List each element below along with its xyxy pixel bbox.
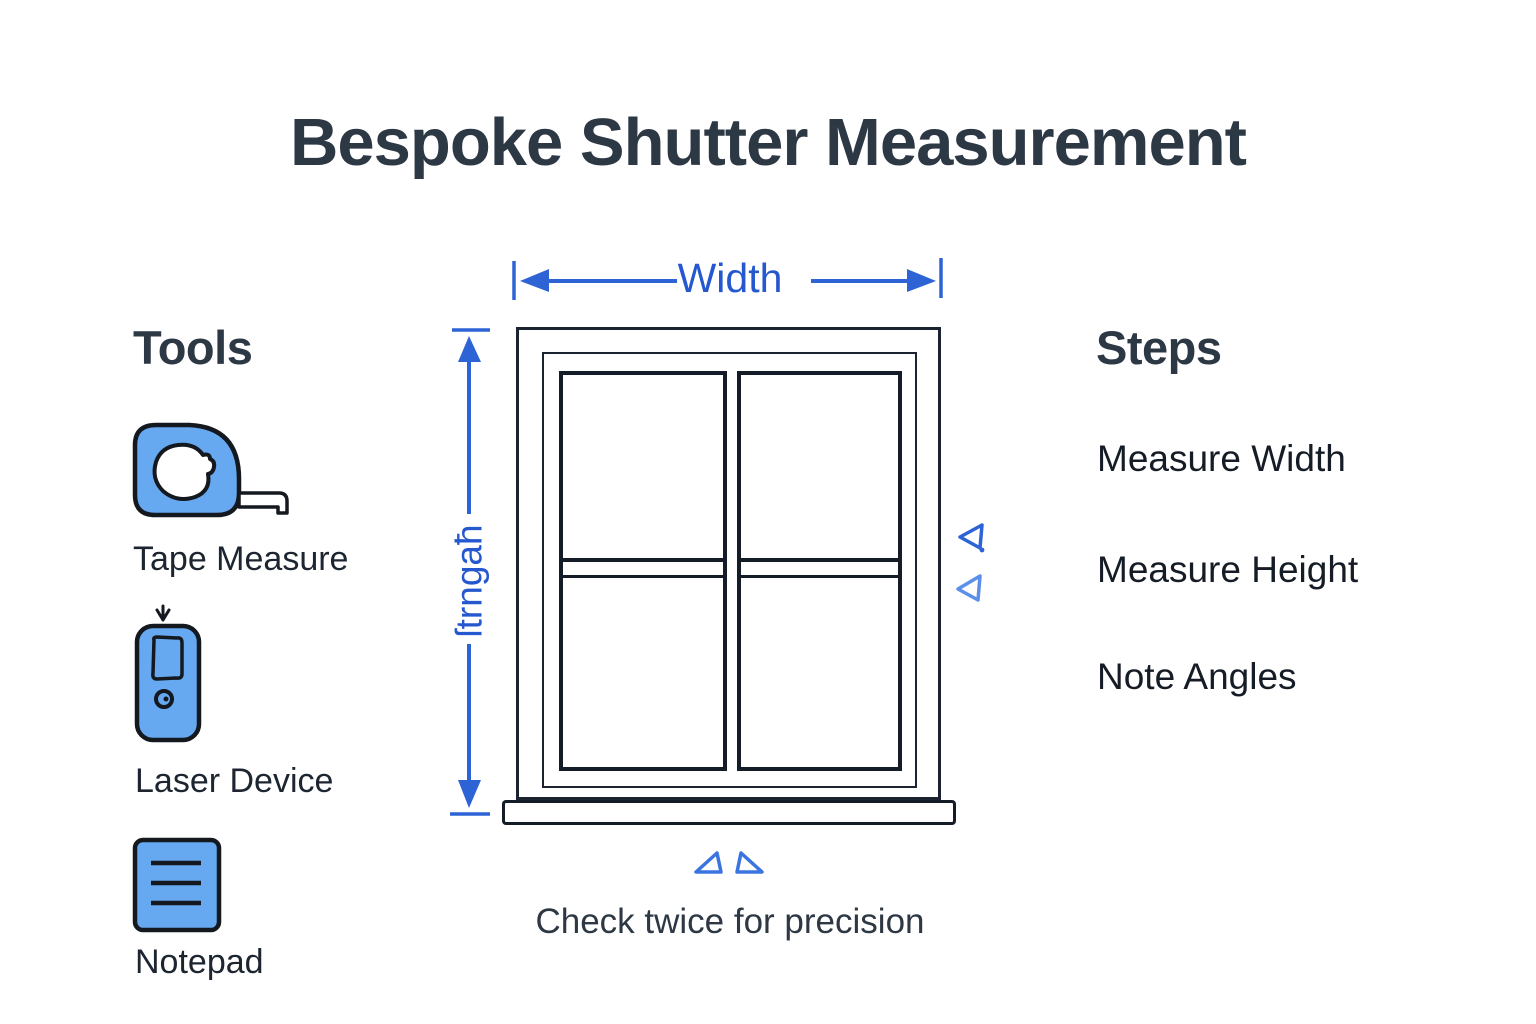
page-title: Bespoke Shutter Measurement xyxy=(290,105,1247,180)
laser-beam-arrow xyxy=(155,604,171,622)
tool-label-notepad: Notepad xyxy=(135,943,264,981)
height-arrowhead-up xyxy=(458,336,481,362)
meeting-rail-right-bottom xyxy=(741,575,898,578)
window-sill xyxy=(502,800,956,825)
tape-measure-reel xyxy=(152,442,217,501)
step-item-measure-height: Measure Height xyxy=(1097,549,1359,590)
width-dimension-label: Width xyxy=(677,255,783,301)
tool-label-laser-device: Laser Device xyxy=(135,762,334,800)
tool-label-tape-measure: Tape Measure xyxy=(133,540,349,578)
width-arrowhead-left xyxy=(520,269,549,292)
window-inner-frame xyxy=(542,352,917,788)
angle-mark-icon xyxy=(956,574,982,602)
window-outer-frame xyxy=(516,327,941,800)
tape-measure-icon xyxy=(131,421,295,525)
laser-device-screen xyxy=(151,635,184,681)
angle-mark-icon xyxy=(958,523,984,550)
angle-mark-icon xyxy=(694,851,723,874)
laser-device-icon xyxy=(133,604,205,746)
height-dimension-arrow xyxy=(440,322,500,822)
tools-heading: Tools xyxy=(133,321,253,374)
width-arrowhead-right xyxy=(907,269,936,292)
notepad-icon xyxy=(131,836,223,934)
window-sash-left xyxy=(559,371,727,771)
angle-marks-bottom xyxy=(693,849,767,877)
notepad-lines xyxy=(151,860,201,906)
meeting-rail-right-top xyxy=(741,558,898,562)
step-item-note-angles: Note Angles xyxy=(1097,656,1297,697)
meeting-rail-left-bottom xyxy=(563,575,723,578)
diagram-caption: Check twice for precision xyxy=(535,902,925,941)
steps-heading: Steps xyxy=(1096,321,1222,374)
angle-mark-icon xyxy=(735,851,764,874)
step-item-measure-width: Measure Width xyxy=(1097,438,1346,479)
meeting-rail-left-top xyxy=(563,558,723,562)
window-sash-right xyxy=(737,371,902,771)
height-arrowhead-down xyxy=(458,780,481,808)
tape-measure-tape xyxy=(237,491,289,515)
width-dimension-arrow xyxy=(505,252,950,308)
angle-marks-right xyxy=(952,520,994,612)
